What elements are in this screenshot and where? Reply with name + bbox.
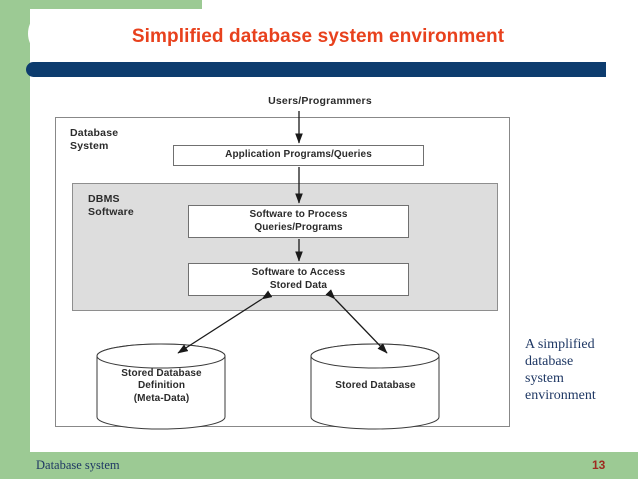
diagram-connector-arrows: [177, 111, 388, 354]
software-to-access-line1: Software to Access: [251, 267, 346, 278]
side-caption-line1: A simplified: [525, 337, 595, 352]
top-green-strip: [30, 0, 202, 9]
page-number: 13: [592, 458, 606, 472]
software-to-access-box-label: Software to Access Stored Data: [252, 267, 346, 292]
database-system-label-line2: System: [70, 140, 109, 152]
dbms-software-label-line2: Software: [88, 206, 134, 218]
side-caption-line3: system: [525, 371, 564, 386]
dbms-software-label: DBMS Software: [88, 193, 134, 219]
dbms-software-label-line1: DBMS: [88, 193, 120, 205]
software-to-process-line2: Queries/Programs: [254, 221, 343, 233]
database-system-label-line1: Database: [70, 127, 119, 139]
database-system-diagram: Users/Programmers Database System DBMS S…: [30, 85, 608, 440]
software-to-process-line1: Software to Process: [249, 209, 348, 220]
footer-label: Database system: [36, 458, 120, 472]
software-to-process-box: Software to Process Queries/Programs: [188, 205, 409, 238]
stored-database-definition-label: Stored Database Definition (Meta-Data): [96, 343, 227, 430]
software-to-access-line2: Stored Data: [269, 279, 328, 291]
side-caption: A simplified database system environment: [525, 336, 630, 404]
footer-green-band: [0, 452, 638, 479]
software-to-process-box-label: Software to Process Queries/Programs: [249, 209, 347, 234]
application-programs-box: Application Programs/Queries: [173, 145, 424, 166]
database-system-label: Database System: [70, 127, 118, 153]
meta-label-lines: Stored Database Definition (Meta-Data): [121, 368, 201, 406]
title-pill-shape: [28, 9, 608, 58]
meta-line1: Stored Database: [121, 367, 202, 379]
store-line1: Stored Database: [335, 380, 416, 392]
title-accent-bar: [26, 62, 606, 77]
meta-line3: (Meta-Data): [133, 392, 190, 404]
side-caption-line4: environment: [525, 388, 596, 403]
users-programmers-label: Users/Programmers: [268, 95, 372, 107]
stored-database-label: Stored Database: [310, 343, 441, 430]
meta-line2: Definition: [137, 380, 186, 392]
page-title: Simplified database system environment: [131, 26, 505, 47]
application-programs-box-label: Application Programs/Queries: [225, 149, 372, 161]
side-caption-line2: database: [525, 354, 574, 369]
left-green-band: [0, 0, 30, 479]
